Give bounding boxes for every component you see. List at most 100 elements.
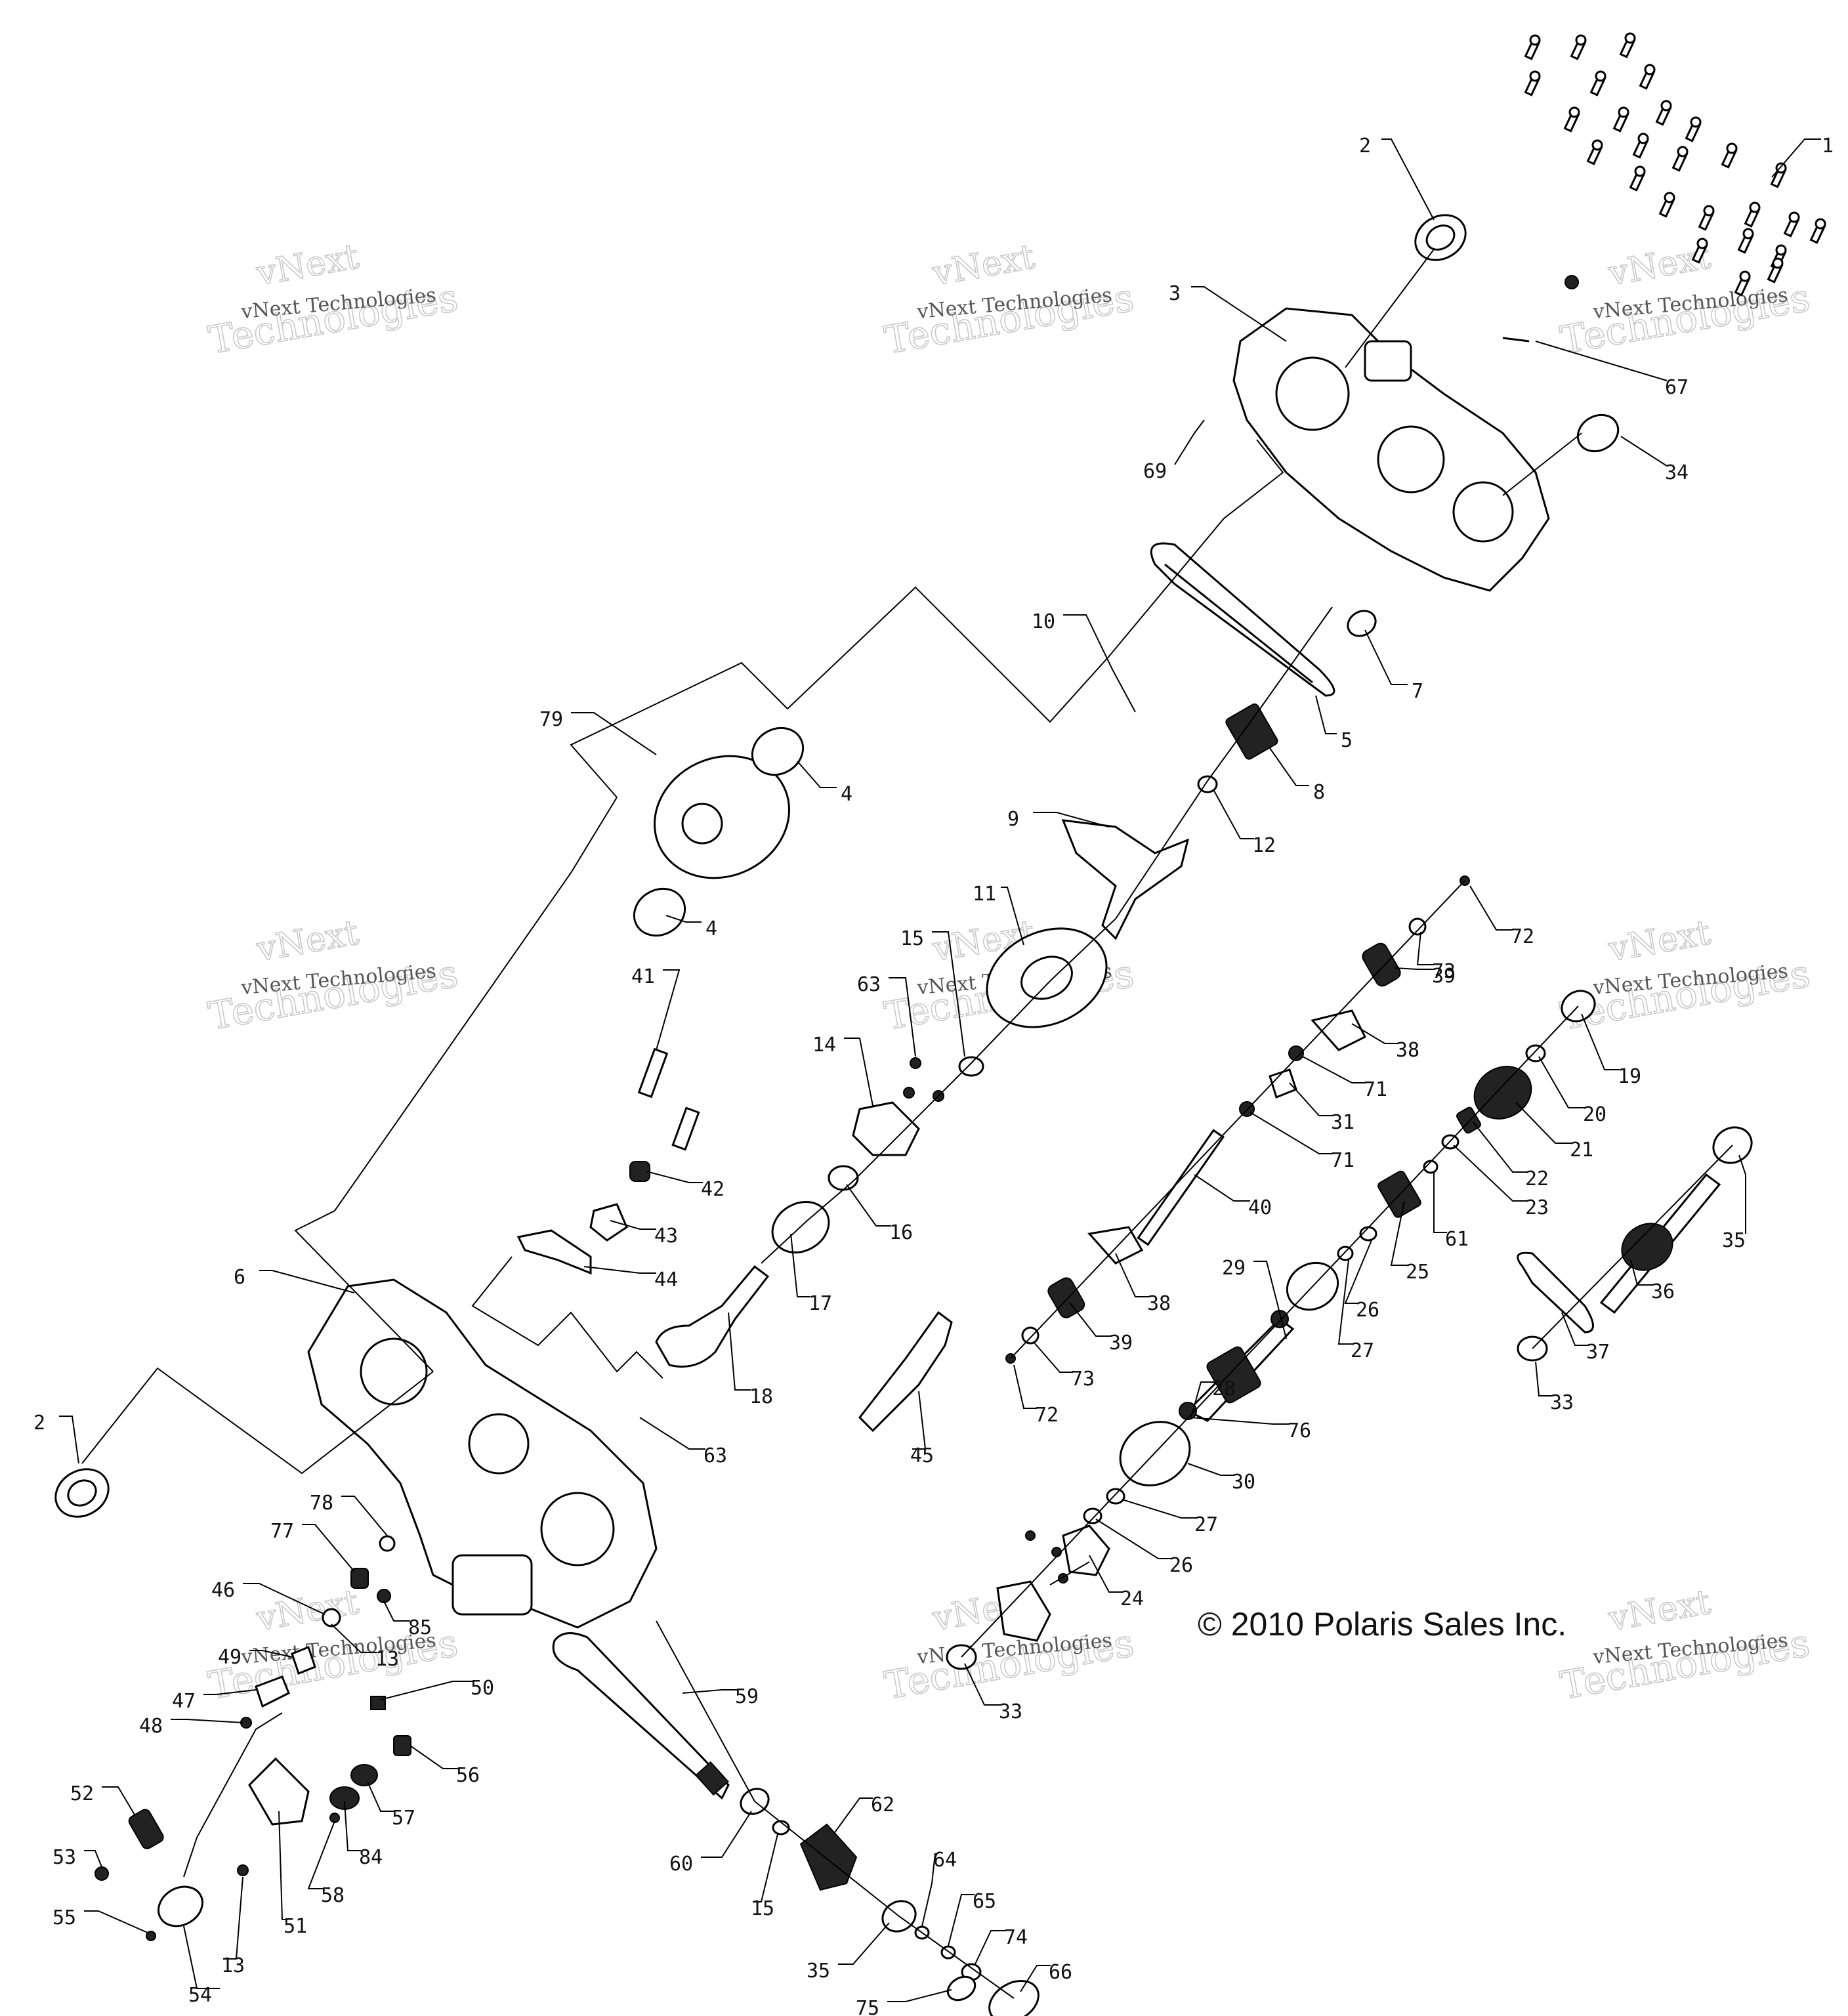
watermark-brand: vNext [253,237,362,293]
part-ring-16 [828,1165,859,1191]
leader-71 [1250,1112,1333,1154]
leader-43 [610,1220,656,1230]
part-belt-5 [1150,542,1335,697]
leader-53 [84,1850,102,1868]
leader-12 [1213,790,1254,839]
callout-34: 34 [1665,461,1689,484]
part-bolt-1-head [1690,116,1702,128]
leader-34 [1620,436,1668,467]
part-ring-15 [958,1056,984,1077]
callout-69: 69 [1143,460,1167,483]
callout-77: 77 [270,1520,294,1543]
part-gear-57 [350,1764,378,1786]
callout-4: 4 [841,783,852,806]
part-gear-36 [1621,1223,1673,1271]
callout-6: 6 [234,1266,245,1289]
leader-8 [1269,747,1309,786]
part-bolt-1-head [1772,257,1784,269]
callout-14: 14 [812,1034,836,1057]
callout-59: 59 [735,1685,759,1708]
callout-9: 9 [1007,808,1019,831]
part-bolt-1-head [1637,133,1649,144]
leader-62 [833,1797,873,1835]
watermark-brand: vNext [1605,913,1713,969]
leader-76 [1190,1417,1290,1425]
part-detent-43 [589,1203,628,1242]
part-seal-34 [1576,413,1620,453]
callout-40: 40 [1248,1196,1272,1219]
leader-10 [1063,614,1136,713]
part-gear-79-hub [681,803,723,845]
part-case-3-bore-3 [1452,481,1514,543]
callout-73: 73 [1071,1368,1095,1391]
assembly-lines [81,249,1733,1999]
leader-4 [665,915,702,923]
part-nut-85 [377,1589,391,1603]
leader-22 [1473,1122,1527,1173]
callout-5: 5 [1341,729,1353,752]
part-bolt-1-head [1815,218,1826,230]
callout-20: 20 [1583,1103,1606,1126]
leader-33 [964,1663,1001,1706]
leader-40 [1194,1174,1250,1202]
part-oring-78 [379,1535,396,1552]
callout-18: 18 [749,1385,773,1408]
leader-50 [380,1681,472,1700]
leader-45 [912,1391,927,1450]
callout-35: 35 [807,1960,830,1983]
part-plate-33-bottom [996,1580,1051,1642]
part-bolt-1-head [1739,270,1751,282]
leader-5 [1315,695,1337,734]
callout-21: 21 [1570,1139,1593,1162]
part-screw-63-a [910,1057,921,1069]
callout-leaders [59,138,1821,2002]
callout-1: 1 [1822,135,1834,158]
leader-84 [344,1801,361,1851]
part-spring-42 [629,1161,650,1182]
callout-52: 52 [70,1782,94,1805]
callout-24: 24 [1120,1587,1144,1610]
part-ring-15-b [772,1820,790,1836]
part-shift-drum-45 [858,1311,953,1433]
callout-38: 38 [1147,1292,1171,1315]
callout-47: 47 [172,1690,196,1713]
leader-49 [249,1650,293,1658]
leader-33 [1535,1361,1552,1396]
callout-30: 30 [1232,1471,1255,1494]
leader-63 [639,1417,705,1450]
leader-17 [790,1233,810,1297]
leader-11 [1001,887,1024,946]
part-bolt-1-head [1703,205,1715,217]
callout-75: 75 [856,1997,879,2016]
leader-24 [1089,1555,1122,1593]
callout-63: 63 [857,973,881,996]
part-bolt-1-head [1591,139,1603,151]
part-ring-27-b [1106,1488,1125,1505]
callout-28: 28 [1212,1377,1236,1400]
leader-57 [367,1781,394,1812]
leader-73 [1416,931,1434,965]
part-hub-62 [799,1823,858,1891]
callout-27: 27 [1194,1513,1218,1536]
part-case-3-boss [1364,340,1412,382]
part-bolt-1-head [1749,201,1761,213]
part-shaft-59 [552,1632,730,1800]
leader-20 [1538,1056,1585,1108]
part-bolt-1-head [1775,244,1787,256]
callout-65: 65 [973,1890,996,1913]
leader-27 [1122,1499,1196,1519]
bolt-cluster [1524,32,1826,297]
callout-85: 85 [408,1616,432,1639]
part-link-47 [255,1675,290,1708]
callout-56: 56 [456,1764,480,1787]
callout-71: 71 [1364,1078,1387,1101]
leader-77 [302,1524,355,1572]
part-cover-51 [248,1757,310,1826]
callout-33: 33 [999,1700,1022,1723]
callout-23: 23 [1525,1196,1549,1219]
leader-38 [1115,1253,1149,1297]
callout-63: 63 [704,1444,727,1467]
watermark-brand: vNext [929,237,1038,293]
